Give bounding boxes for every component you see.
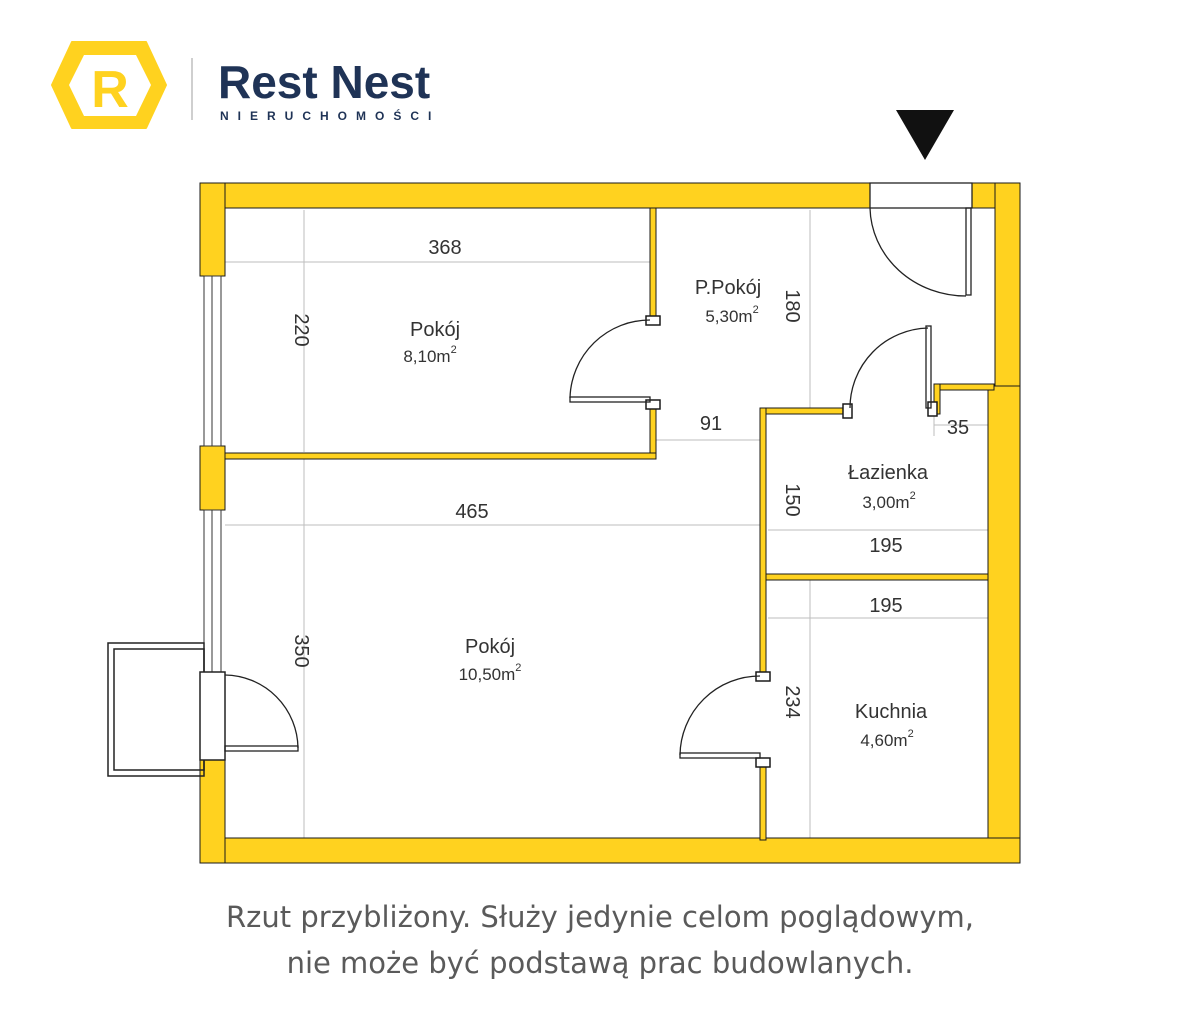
dim-przedpokoj-height: 180 [781, 289, 803, 322]
brand-logo: R Rest Nest NIERUCHOMOŚCI [51, 41, 440, 129]
outer-walls [199, 182, 1021, 864]
dimension-lines [225, 210, 988, 838]
dim-pokoj-large-width: 465 [455, 501, 488, 523]
dim-lazienka-height: 150 [781, 483, 803, 516]
pokoj-small-door-icon [569, 319, 651, 403]
room-name: Pokój [410, 319, 460, 341]
dim-kuchnia-width: 195 [869, 595, 902, 617]
room-pokoj-large: Pokój 10,50m2 [459, 636, 522, 684]
entrance-door-icon [869, 182, 973, 297]
room-area: 10,50m2 [459, 662, 522, 684]
pokoj-large-door-icon [679, 675, 761, 759]
room-area: 4,60m2 [860, 728, 913, 750]
disclaimer-line-1: Rzut przybliżony. Służy jedynie celom po… [226, 900, 974, 934]
balcony-door-frame [199, 671, 226, 761]
room-name: P.Pokój [695, 277, 761, 299]
door-jambs [645, 315, 938, 768]
room-lazienka: Łazienka 3,00m2 [848, 462, 929, 512]
brand-tagline: NIERUCHOMOŚCI [220, 108, 440, 123]
room-name: Kuchnia [855, 701, 928, 723]
floor-plan: Pokój 8,10m2 P.Pokój 5,30m2 Łazienka 3,0… [107, 110, 1021, 864]
room-przedpokoj: P.Pokój 5,30m2 [695, 277, 761, 326]
room-kuchnia: Kuchnia 4,60m2 [855, 701, 928, 750]
dim-pokoj-small-width: 368 [428, 237, 461, 259]
dim-pokoj-small-height: 220 [290, 313, 312, 346]
room-area: 3,00m2 [862, 490, 915, 512]
balcony-door-icon [224, 674, 299, 752]
doors [224, 182, 973, 759]
room-name: Łazienka [848, 462, 929, 484]
disclaimer-line-2: nie może być podstawą prac budowlanych. [286, 946, 914, 980]
balcony [107, 642, 205, 777]
room-name: Pokój [465, 636, 515, 658]
entrance-arrow-icon [896, 110, 954, 160]
room-pokoj-small: Pokój 8,10m2 [403, 319, 460, 366]
dim-corridor-width: 91 [700, 413, 722, 435]
dim-lazienka-offset: 35 [947, 417, 969, 439]
room-area: 8,10m2 [403, 344, 456, 366]
room-area: 5,30m2 [705, 304, 758, 326]
brand-name: Rest Nest [218, 56, 430, 108]
dim-kuchnia-height: 234 [781, 685, 803, 718]
lazienka-door-icon [849, 325, 932, 409]
logo-letter: R [91, 61, 129, 119]
hexagon-r-logo-icon: R [51, 41, 167, 129]
dim-pokoj-large-height: 350 [290, 634, 312, 667]
windows [203, 275, 222, 673]
dim-lazienka-width: 195 [869, 535, 902, 557]
dimension-labels: 368 220 180 91 35 465 150 195 195 350 23… [290, 237, 969, 719]
